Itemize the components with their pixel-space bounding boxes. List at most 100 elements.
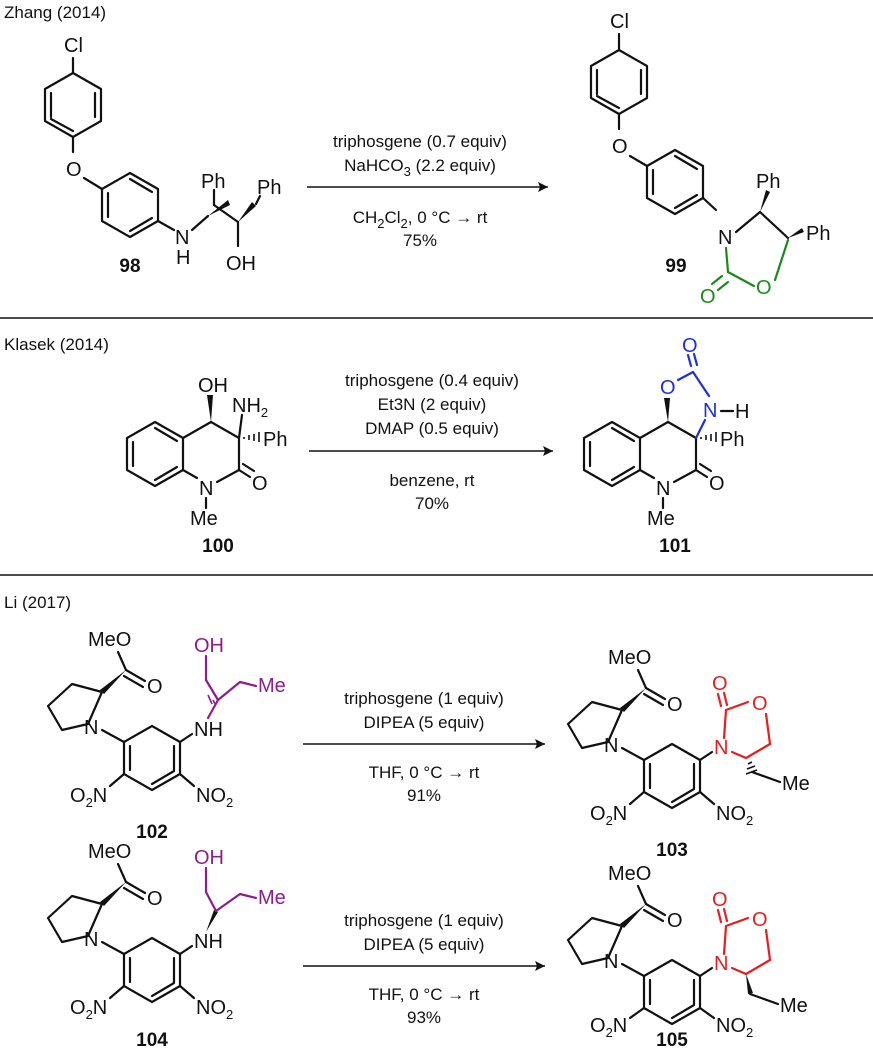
arrow-head-icon bbox=[538, 182, 548, 192]
conditions-solvent: benzene, rt bbox=[389, 471, 474, 490]
atom-oh: OH bbox=[194, 635, 224, 657]
conditions-reagent-1: triphosgene (1 equiv) bbox=[344, 689, 504, 708]
atom-n: N bbox=[84, 929, 98, 951]
compound-number-103: 103 bbox=[656, 840, 688, 861]
arrow-head-icon bbox=[543, 446, 553, 456]
atom-no2: NO2 bbox=[716, 1015, 753, 1040]
compound-number-105: 105 bbox=[656, 1030, 688, 1050]
atom-meo: MeO bbox=[608, 647, 651, 669]
atom-o: O bbox=[612, 136, 628, 158]
atom-o: O bbox=[712, 889, 728, 911]
conditions-reagent-1: triphosgene (0.4 equiv) bbox=[345, 371, 519, 390]
atom-o: O bbox=[700, 286, 716, 308]
atom-n: N bbox=[604, 951, 618, 973]
conditions-solvent: THF, 0 °C → rt bbox=[369, 985, 480, 1004]
compound-number-100: 100 bbox=[202, 536, 234, 557]
atom-meo: MeO bbox=[88, 841, 131, 863]
atom-o: O bbox=[752, 909, 768, 931]
atom-o: O bbox=[667, 694, 683, 716]
atom-o2n: O2N bbox=[590, 1015, 627, 1040]
atom-n: N bbox=[714, 953, 728, 975]
compound-101: N O Me O O N H Ph bbox=[582, 335, 749, 530]
atom-no2: NO2 bbox=[196, 997, 233, 1022]
conditions-reagent-2: DIPEA (5 equiv) bbox=[364, 713, 485, 732]
compound-number-101: 101 bbox=[659, 536, 691, 557]
atom-o: O bbox=[709, 473, 725, 495]
atom-me: Me bbox=[647, 508, 675, 530]
atom-n: N bbox=[175, 227, 189, 249]
atom-me: Me bbox=[258, 675, 286, 697]
conditions-yield: 91% bbox=[407, 786, 441, 805]
atom-h: H bbox=[176, 247, 190, 269]
compound-103: MeO O N O2N NO2 N O O Me bbox=[566, 647, 810, 828]
atom-o: O bbox=[712, 673, 728, 695]
atom-meo: MeO bbox=[88, 629, 131, 651]
compound-102: MeO O N O2N NO2 NH OH Me bbox=[46, 629, 286, 810]
atom-meo: MeO bbox=[608, 863, 651, 885]
compound-number-102: 102 bbox=[136, 822, 168, 843]
atom-o: O bbox=[756, 277, 772, 299]
atom-n: N bbox=[703, 400, 717, 422]
atom-me: Me bbox=[780, 995, 808, 1017]
atom-n: N bbox=[604, 735, 618, 757]
atom-n: N bbox=[656, 478, 670, 500]
atom-o: O bbox=[752, 693, 768, 715]
atom-o2n: O2N bbox=[70, 785, 107, 810]
atom-cl: Cl bbox=[64, 35, 83, 57]
atom-o: O bbox=[660, 377, 676, 399]
conditions-reagent-1: triphosgene (0.7 equiv) bbox=[333, 132, 507, 151]
atom-o: O bbox=[147, 888, 163, 910]
atom-ph: Ph bbox=[201, 171, 225, 193]
atom-no2: NO2 bbox=[716, 803, 753, 828]
atom-me: Me bbox=[782, 773, 810, 795]
conditions-yield: 93% bbox=[407, 1008, 441, 1027]
atom-n: N bbox=[718, 227, 732, 249]
atom-ph: Ph bbox=[756, 171, 780, 193]
atom-n: N bbox=[199, 478, 213, 500]
atom-o: O bbox=[682, 335, 698, 357]
compound-number-98: 98 bbox=[119, 256, 140, 277]
conditions-yield: 70% bbox=[415, 494, 449, 513]
arrow-head-icon bbox=[535, 961, 545, 971]
atom-ph: Ph bbox=[257, 177, 281, 199]
conditions-reagent-1: triphosgene (1 equiv) bbox=[344, 911, 504, 930]
compound-100: N O Me OH NH2 Ph bbox=[125, 375, 287, 530]
atom-o: O bbox=[667, 910, 683, 932]
atom-oh: OH bbox=[226, 253, 256, 275]
section-ref-zhang: Zhang (2014) bbox=[4, 3, 106, 22]
conditions-yield: 75% bbox=[403, 231, 437, 250]
atom-oh: OH bbox=[194, 847, 224, 869]
compound-99: Cl O N Ph Ph O O bbox=[589, 11, 830, 308]
atom-nh: NH bbox=[194, 719, 223, 741]
atom-ph: Ph bbox=[263, 429, 287, 451]
section-ref-klasek: Klasek (2014) bbox=[4, 335, 109, 354]
compound-number-104: 104 bbox=[136, 1030, 168, 1050]
atom-me: Me bbox=[258, 887, 286, 909]
conditions-solvent: THF, 0 °C → rt bbox=[369, 763, 480, 782]
arrow-head-icon bbox=[535, 739, 545, 749]
atom-o: O bbox=[147, 676, 163, 698]
atom-o2n: O2N bbox=[590, 803, 627, 828]
atom-me: Me bbox=[190, 508, 218, 530]
atom-h: H bbox=[735, 401, 749, 423]
conditions-reagent-3: DMAP (0.5 equiv) bbox=[365, 419, 499, 438]
atom-nh: NH bbox=[194, 931, 223, 953]
atom-o: O bbox=[252, 473, 268, 495]
atom-cl: Cl bbox=[610, 11, 629, 33]
compound-105: MeO O N O2N NO2 N O O Me bbox=[566, 863, 808, 1040]
atom-ph: Ph bbox=[806, 223, 830, 245]
atom-o2n: O2N bbox=[70, 997, 107, 1022]
conditions-reagent-2: NaHCO3 (2.2 equiv) bbox=[344, 156, 496, 179]
conditions-solvent: CH2Cl2, 0 °C → rt bbox=[353, 208, 488, 231]
atom-oh: OH bbox=[198, 375, 228, 397]
section-ref-li: Li (2017) bbox=[4, 593, 71, 612]
compound-number-99: 99 bbox=[665, 256, 686, 277]
atom-n: N bbox=[714, 737, 728, 759]
compound-98: Cl O N H Ph Ph OH bbox=[43, 35, 281, 275]
atom-n: N bbox=[84, 717, 98, 739]
atom-no2: NO2 bbox=[196, 785, 233, 810]
compound-104: MeO O N O2N NO2 NH OH Me bbox=[46, 841, 286, 1022]
conditions-reagent-2: DIPEA (5 equiv) bbox=[364, 935, 485, 954]
atom-ph: Ph bbox=[720, 429, 744, 451]
